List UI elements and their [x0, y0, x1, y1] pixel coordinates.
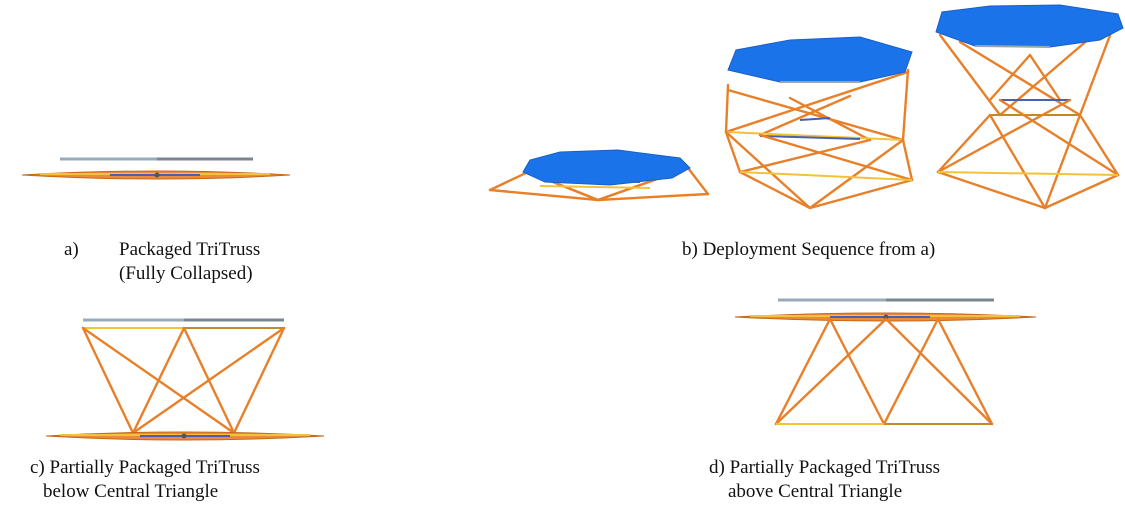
stage-2-plate: [727, 36, 913, 83]
panel-b-stage-1: [488, 149, 710, 202]
caption-d-line1: d) Partially Packaged TriTruss: [709, 457, 941, 478]
caption-c-line1: c) Partially Packaged TriTruss: [30, 457, 260, 478]
caption-b: b) Deployment Sequence from a): [682, 238, 935, 262]
panel-b-stage-3: [935, 4, 1124, 210]
stage-3-plate: [935, 4, 1124, 48]
caption-d-line2: above Central Triangle: [728, 481, 903, 502]
caption-c: c) Partially Packaged TriTruss below Cen…: [30, 456, 260, 504]
caption-c-line2: below Central Triangle: [43, 481, 219, 502]
panel-a-collapsed-truss: [21, 157, 291, 180]
panel-c-partial-truss: [45, 318, 325, 441]
caption-a-line1: Packaged TriTruss: [119, 239, 261, 260]
caption-b-line1: b) Deployment Sequence from a): [682, 239, 936, 260]
caption-d: d) Partially Packaged TriTruss above Cen…: [709, 456, 940, 504]
panel-d-partial-truss: [734, 298, 1037, 426]
stage-1-plate: [522, 149, 691, 186]
panel-b-stage-2: [724, 36, 914, 210]
caption-a: a) Packaged TriTruss (Fully Collapsed): [64, 238, 260, 286]
caption-a-line2: (Fully Collapsed): [119, 263, 253, 284]
caption-a-letter: a): [64, 239, 79, 260]
